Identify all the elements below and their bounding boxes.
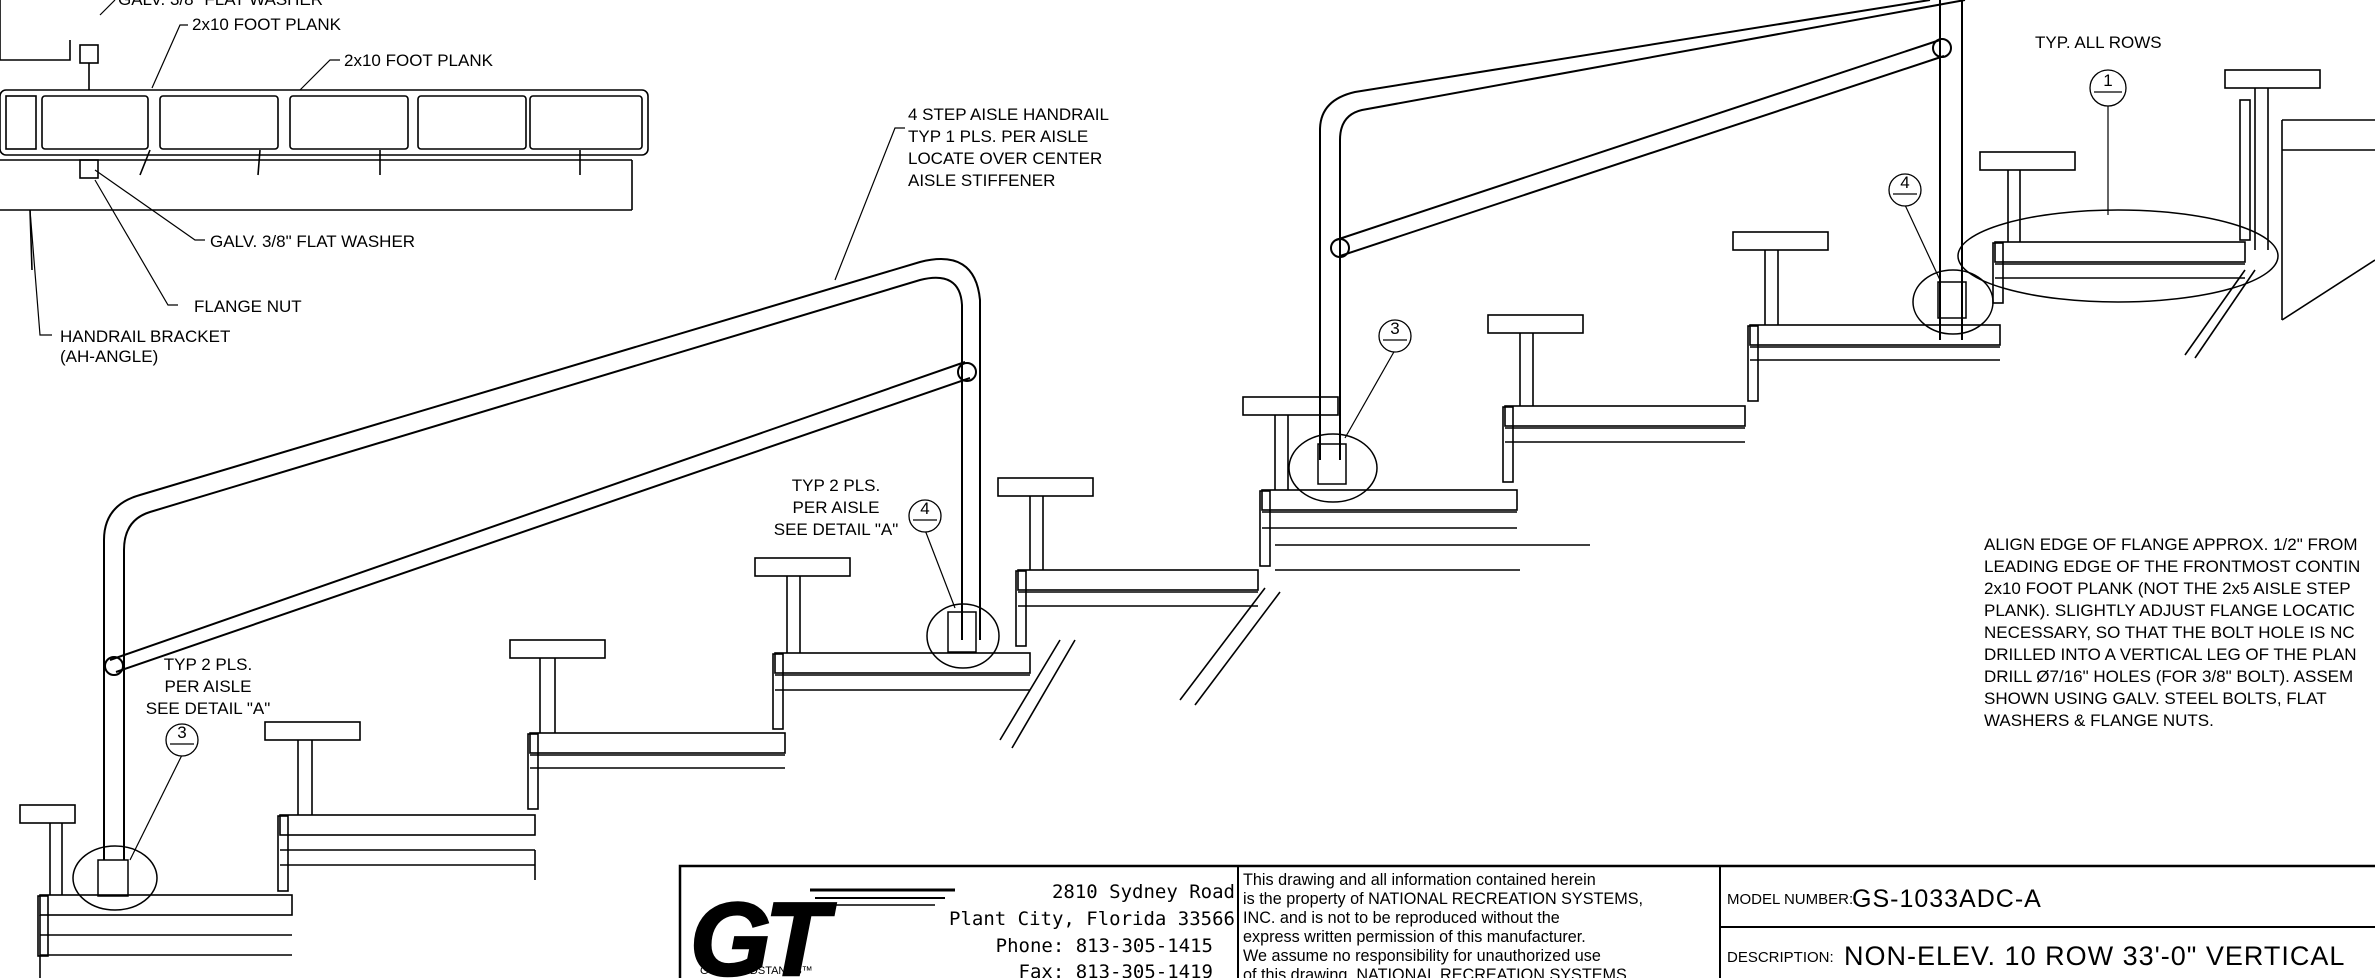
bubble-4-upper: 4 xyxy=(1900,173,1909,192)
note-line-3: 2x10 FOOT PLANK (NOT THE 2x5 AISLE STEP xyxy=(1984,579,2351,598)
callout-typ-left-1: TYP 2 PLS. xyxy=(164,655,253,674)
note-line-2: LEADING EDGE OF THE FRONTMOST CONTIN xyxy=(1984,557,2360,576)
detail-bubbles xyxy=(165,69,2127,757)
stepped-rows xyxy=(19,69,2375,978)
callout-plank-1: 2x10 FOOT PLANK xyxy=(192,15,342,34)
plank-leaders xyxy=(29,0,340,336)
note-line-8: SHOWN USING GALV. STEEL BOLTS, FLAT xyxy=(1984,689,2327,708)
model-number-value: GS-1033ADC-A xyxy=(1852,885,2042,913)
description-value: NON-ELEV. 10 ROW 33'-0" VERTICAL xyxy=(1844,941,2345,971)
bubble-4-mid: 4 xyxy=(920,499,929,518)
title-block: GT GT GRANDSTANDS™ 2810 Sydney Road Plan… xyxy=(678,864,2375,978)
callout-aisle-handrail-2: TYP 1 PLS. PER AISLE xyxy=(908,127,1088,146)
disclaimer-line-4: express written permission of this manuf… xyxy=(1243,928,1586,946)
callout-typ-all-rows: TYP. ALL ROWS xyxy=(2035,33,2162,52)
disclaimer-line-5: We assume no responsibility for unauthor… xyxy=(1243,947,1601,965)
address-line-4: Fax: 813-305-1419 xyxy=(1019,961,1213,978)
callout-typ-left-3: SEE DETAIL "A" xyxy=(146,699,271,718)
aisle-handrail-lower xyxy=(103,258,981,860)
callout-aisle-handrail-3: LOCATE OVER CENTER xyxy=(908,149,1102,168)
bubble-3-left: 3 xyxy=(177,723,186,742)
disclaimer-line-6: of this drawing. NATIONAL RECREATION SYS… xyxy=(1243,966,1631,978)
callout-aisle-handrail-4: AISLE STIFFENER xyxy=(908,171,1055,190)
note-line-7: DRILL Ø7/16" HOLES (FOR 3/8" BOLT). ASSE… xyxy=(1984,667,2353,686)
callout-handrail-bracket-1: HANDRAIL BRACKET xyxy=(60,327,230,346)
address-line-1: 2810 Sydney Road xyxy=(1052,881,1235,903)
callout-typ-mid-3: SEE DETAIL "A" xyxy=(774,520,899,539)
callout-aisle-handrail-1: 4 STEP AISLE HANDRAIL xyxy=(908,105,1109,124)
plank-detail xyxy=(0,0,649,271)
model-number-label: MODEL NUMBER: xyxy=(1727,891,1853,908)
callout-typ-mid-1: TYP 2 PLS. xyxy=(792,476,881,495)
disclaimer-line-3: INC. and is not to be reproduced without… xyxy=(1243,909,1560,927)
callout-plank-2: 2x10 FOOT PLANK xyxy=(344,51,494,70)
note-line-5: NECESSARY, SO THAT THE BOLT HOLE IS NC xyxy=(1984,623,2355,642)
gt-logo: GT GT GRANDSTANDS™ xyxy=(689,881,955,978)
description-label: DESCRIPTION: xyxy=(1727,949,1834,966)
callout-typ-mid-2: PER AISLE xyxy=(793,498,880,517)
address-line-2: Plant City, Florida 33566 xyxy=(949,908,1235,930)
disclaimer-line-1: This drawing and all information contain… xyxy=(1243,871,1596,889)
note-line-1: ALIGN EDGE OF FLANGE APPROX. 1/2" FROM xyxy=(1984,535,2358,554)
note-line-9: WASHERS & FLANGE NUTS. xyxy=(1984,711,2214,730)
bubble-3-upper: 3 xyxy=(1390,319,1399,338)
bubble-1-top: 1 xyxy=(2103,71,2112,90)
note-line-6: DRILLED INTO A VERTICAL LEG OF THE PLAN xyxy=(1984,645,2357,664)
callout-handrail-bracket-2: (AH-ANGLE) xyxy=(60,347,158,366)
logo-caption: GT GRANDSTANDS™ xyxy=(700,965,813,977)
callout-typ-left-2: PER AISLE xyxy=(165,677,252,696)
callout-galv-washer-top: GALV. 3/8" FLAT WASHER xyxy=(118,0,323,9)
note-line-4: PLANK). SLIGHTLY ADJUST FLANGE LOCATIC xyxy=(1984,601,2355,620)
callout-flange-nut: FLANGE NUT xyxy=(194,297,302,316)
callout-leaders xyxy=(129,105,2109,861)
aisle-handrail-upper xyxy=(1319,0,1966,460)
logo-text: GT xyxy=(690,882,836,978)
address-line-3: Phone: 813-305-1415 xyxy=(996,935,1213,957)
callout-galv-washer: GALV. 3/8" FLAT WASHER xyxy=(210,232,415,251)
flange-detail-circles xyxy=(72,209,2279,911)
disclaimer-line-2: is the property of NATIONAL RECREATION S… xyxy=(1243,890,1643,908)
